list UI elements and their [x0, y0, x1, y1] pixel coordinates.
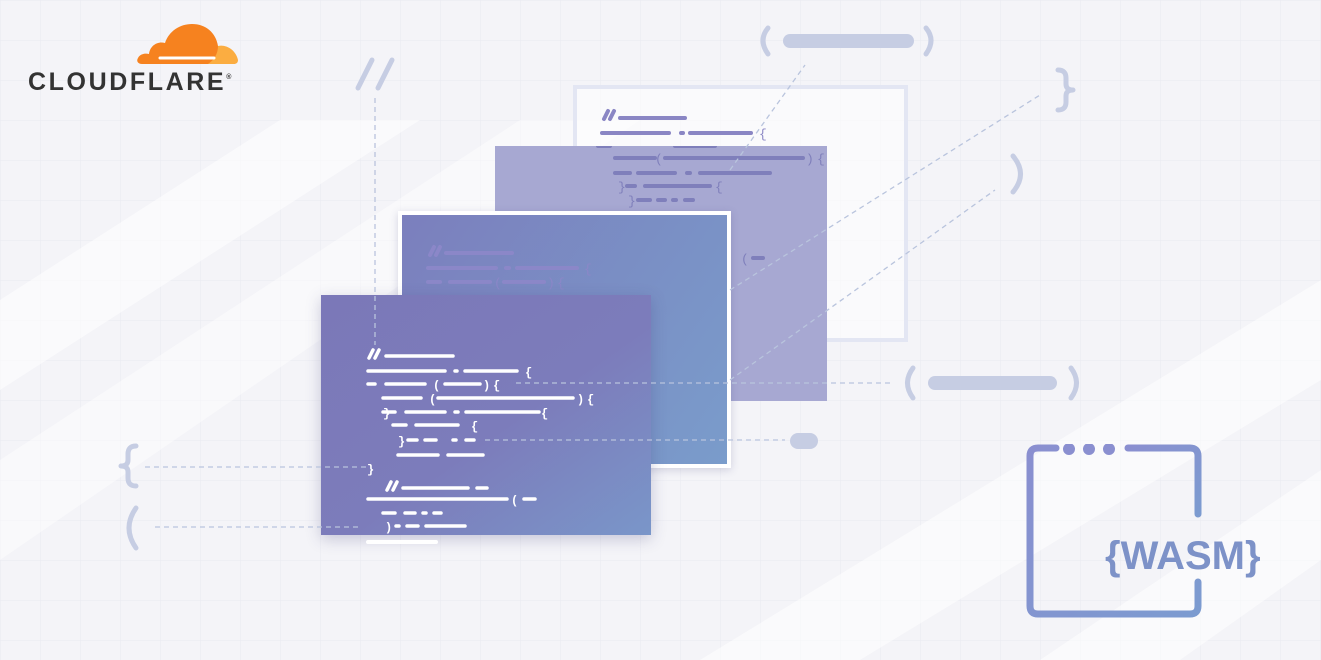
svg-text:{: {	[557, 276, 565, 291]
svg-text:(: (	[655, 152, 663, 167]
code-window-front: { ( ) { ( ) { } { { } } ( )	[321, 295, 651, 535]
svg-text:}: }	[367, 463, 374, 477]
svg-text:{: {	[817, 152, 825, 167]
svg-text:(: (	[494, 276, 502, 291]
svg-text:): )	[547, 276, 555, 291]
code-lines-front: { ( ) { ( ) { } { { } } ( )	[366, 348, 594, 535]
logo-wordmark: CLOUDFLARE®	[28, 68, 232, 96]
comment-slash-icon	[355, 57, 395, 91]
curly-brace-icon	[118, 67, 1076, 489]
cloud-logo-icon	[137, 24, 238, 64]
parenthesis-icon	[126, 25, 1079, 551]
svg-text:}: }	[618, 180, 626, 195]
svg-text:(: (	[429, 393, 436, 407]
svg-text:{: {	[471, 420, 478, 434]
svg-text:(: (	[741, 252, 749, 267]
code-lines-lavender: ( ) { } { } (	[596, 144, 825, 267]
svg-text:{: {	[584, 262, 592, 277]
svg-text:{: {	[759, 127, 767, 142]
svg-text:): )	[483, 379, 490, 393]
svg-text:{: {	[587, 393, 594, 407]
svg-text:): )	[577, 393, 584, 407]
svg-text:{: {	[525, 366, 532, 380]
svg-text:}: }	[398, 435, 405, 449]
svg-text:(: (	[433, 379, 440, 393]
svg-text:{: {	[541, 407, 548, 421]
svg-text:}: }	[383, 407, 390, 421]
cloudflare-logo[interactable]: CLOUDFLARE®	[28, 18, 248, 98]
svg-text:{: {	[715, 180, 723, 195]
svg-text:): )	[385, 521, 392, 535]
wasm-label: {WASM}	[1105, 534, 1261, 578]
svg-text:): )	[806, 152, 814, 167]
svg-text:(: (	[511, 494, 518, 508]
code-lines-blue: { ( ) {	[426, 245, 592, 291]
svg-text:}: }	[628, 194, 636, 209]
svg-text:{: {	[493, 379, 500, 393]
window-frame-icon	[1026, 444, 1202, 618]
